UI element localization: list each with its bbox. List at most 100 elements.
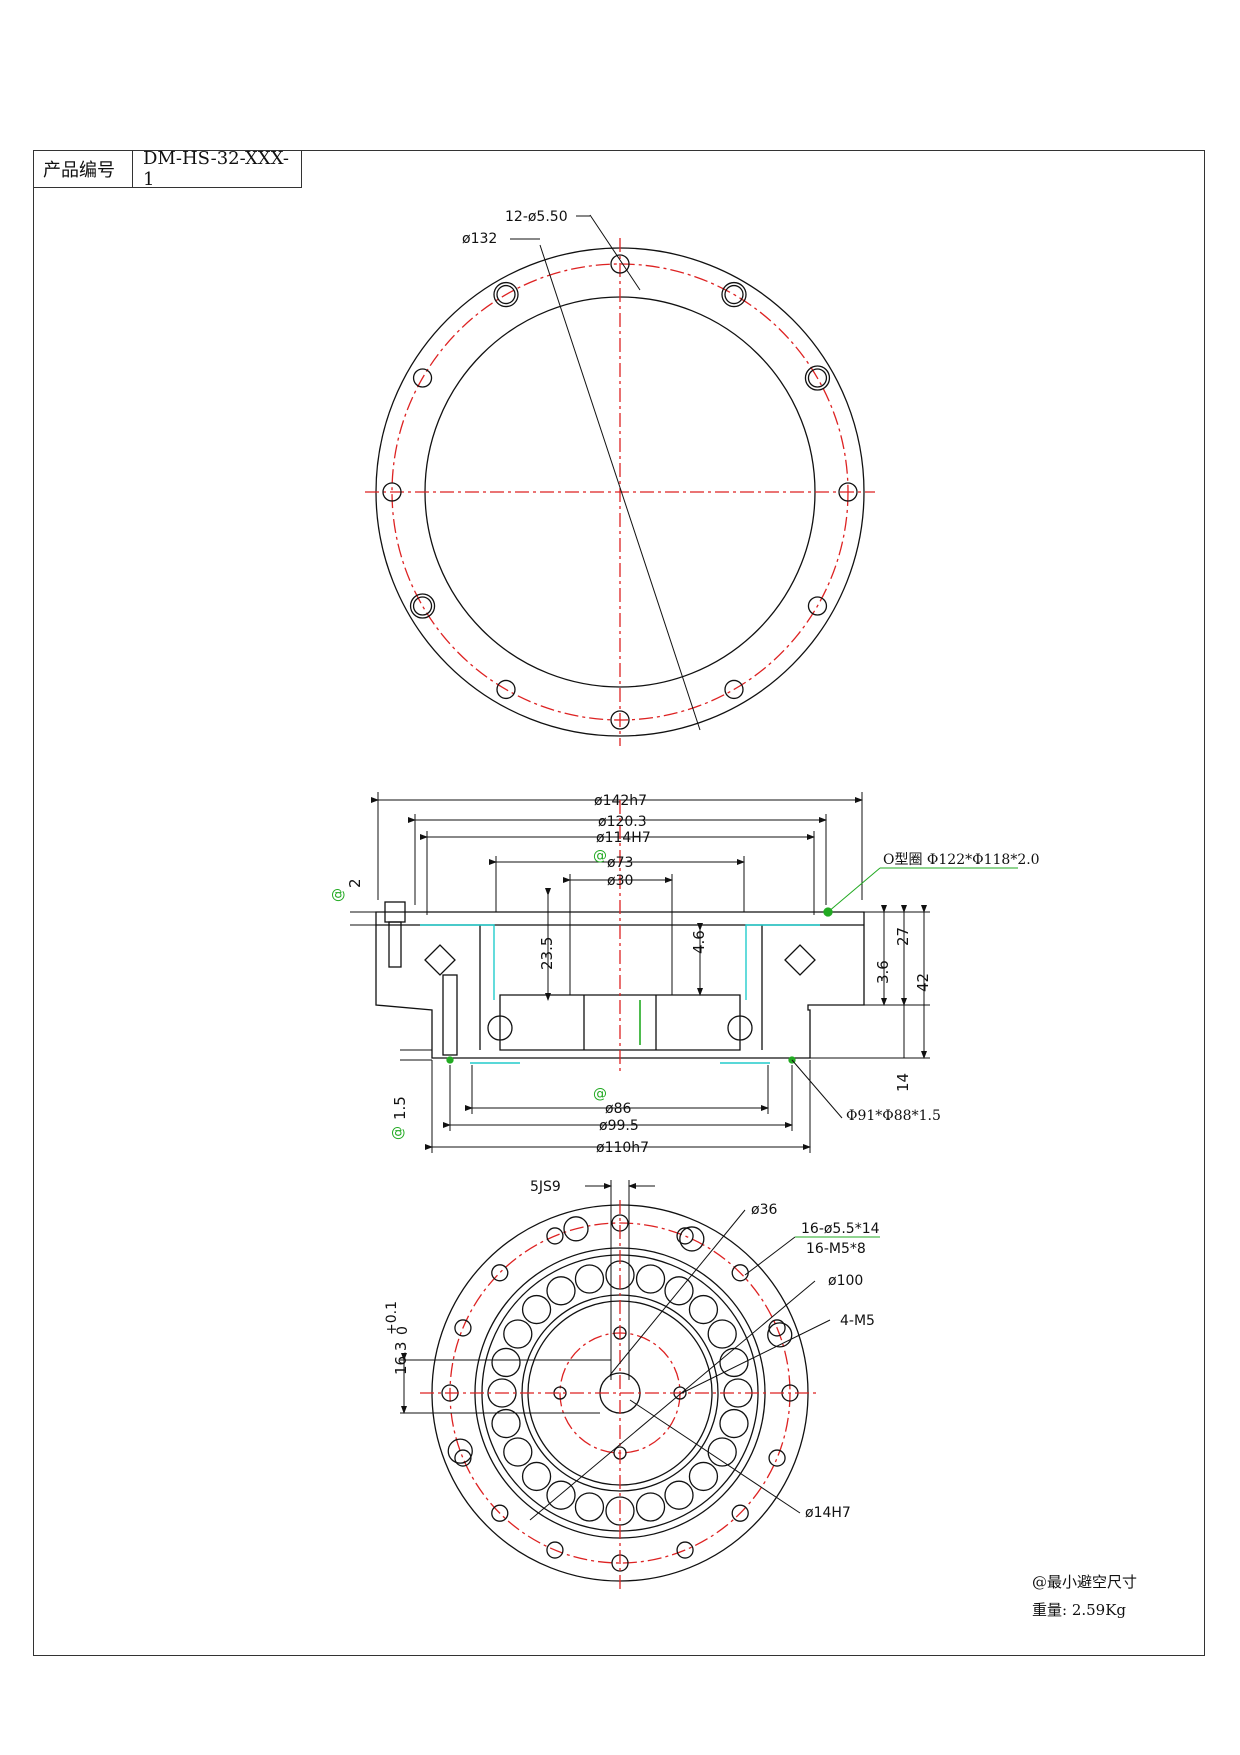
screw-head (804, 365, 831, 391)
screw-head (767, 1322, 793, 1348)
screw-head (721, 281, 747, 308)
oring-top-label: O型圈 Φ122*Φ118*2.0 (883, 852, 1040, 868)
oring-bottom-mark (446, 1056, 454, 1064)
bolt-hole (491, 1264, 509, 1282)
bolt-hole (454, 1449, 472, 1467)
bolt-hole (768, 1449, 786, 1467)
clearance-line-right (745, 924, 820, 1000)
dim-2: 2 (346, 878, 364, 888)
roller (688, 1461, 719, 1492)
section-hub (499, 994, 741, 1051)
bolt-hole (838, 482, 858, 502)
section-view (350, 792, 1018, 1153)
dim-42: 42 (914, 973, 932, 992)
bolt-shank-top (388, 921, 402, 968)
cross-roller-right (784, 944, 816, 976)
top-holes-callout: 12-ø5.50 (505, 209, 568, 225)
section-flange-outline (375, 911, 865, 1059)
roller (574, 1264, 605, 1294)
roller (635, 1492, 666, 1522)
top-pcd-callout: ø132 (462, 231, 497, 247)
top-pcd-leader (539, 244, 701, 731)
screw-head (493, 281, 519, 308)
title-block: 产品编号 DM-HS-32-XXX-1 (33, 147, 302, 190)
top-bolt-holes (382, 254, 858, 730)
note-weight: 重量: 2.59Kg (1032, 1601, 1127, 1619)
roller (521, 1461, 552, 1492)
bolt-hole (412, 596, 433, 616)
dim-14: 14 (894, 1073, 912, 1092)
drawing-frame (33, 150, 1205, 1656)
m5-label: 4-M5 (840, 1313, 875, 1329)
dim-1-5: 1.5 (391, 1096, 409, 1120)
dim-100: ø100 (828, 1273, 863, 1289)
screw-head (447, 1438, 473, 1464)
at-mark: @ (390, 1126, 406, 1140)
bottom-rollers (487, 1260, 753, 1526)
bolt-hole (491, 1504, 509, 1522)
notes: @最小避空尺寸 重量: 2.59Kg (1032, 1568, 1137, 1624)
roller (491, 1347, 521, 1378)
note-clearance: @最小避空尺寸 (1032, 1573, 1138, 1591)
dim-23-5: 23.5 (538, 937, 556, 970)
roller (707, 1319, 737, 1349)
at-mark: @ (593, 1086, 607, 1102)
roller (546, 1480, 576, 1510)
bolt-hole (768, 1319, 786, 1337)
dim-30: ø30 (607, 873, 633, 889)
dim-73: ø73 (607, 855, 633, 871)
keyway-tol-lower: 0 (395, 1326, 411, 1335)
bolt-hole (724, 679, 744, 700)
leader-14 (629, 1399, 801, 1514)
bolt-hole (807, 596, 828, 616)
bottom-view (400, 1180, 880, 1590)
bolt-hole (724, 284, 744, 305)
roller (491, 1408, 521, 1439)
leader-m5 (681, 1319, 831, 1394)
dim-27: 27 (894, 927, 912, 946)
bolt-hole (610, 254, 630, 274)
dim-99-5: ø99.5 (599, 1118, 639, 1134)
bolt-hole (546, 1227, 564, 1245)
dim-36: ø36 (751, 1202, 777, 1218)
roller (521, 1294, 552, 1325)
dim-142h7: ø142h7 (594, 793, 647, 809)
product-code: DM-HS-32-XXX-1 (143, 147, 289, 190)
oring-bottom-label: Φ91*Φ88*1.5 (846, 1108, 941, 1124)
bolt-hole (676, 1227, 694, 1245)
bolt-hole (731, 1504, 749, 1522)
bolt-hole (610, 710, 630, 730)
keyway-depth: 16.3 (392, 1342, 410, 1375)
dim-114H7: ø114H7 (596, 830, 651, 846)
screw-head (679, 1226, 705, 1252)
dim-86: ø86 (605, 1101, 631, 1117)
roller (719, 1408, 749, 1439)
leader-36 (609, 1209, 746, 1376)
dim-14H7: ø14H7 (805, 1505, 851, 1521)
roller (664, 1480, 694, 1510)
bolt-hole (412, 368, 433, 388)
roller (546, 1276, 576, 1306)
top-view (365, 214, 875, 746)
roller (664, 1276, 694, 1306)
oring-top-leader (827, 867, 881, 913)
oring-bottom-leader (791, 1059, 843, 1119)
bolt-hole (807, 368, 828, 388)
roller (688, 1294, 719, 1325)
bolt-shank-bottom (442, 974, 458, 1056)
dim-3-6: 3.6 (874, 960, 892, 984)
bolt-hole (382, 482, 402, 502)
bolt-hole (496, 679, 516, 700)
ball-bearing-left (487, 1015, 513, 1041)
bolt-hole (454, 1319, 472, 1337)
keyway-label: 5JS9 (530, 1179, 561, 1195)
cross-roller-left (424, 944, 456, 976)
leader-100 (529, 1280, 816, 1521)
dim-120-3: ø120.3 (598, 814, 647, 830)
holes-label-b: 16-M5*8 (806, 1241, 866, 1257)
holes-label-a: 16-ø5.5*14 (801, 1221, 880, 1237)
clearance-line-left (420, 924, 495, 1000)
bolt-hole (676, 1541, 694, 1559)
leader-holes (744, 1236, 796, 1276)
